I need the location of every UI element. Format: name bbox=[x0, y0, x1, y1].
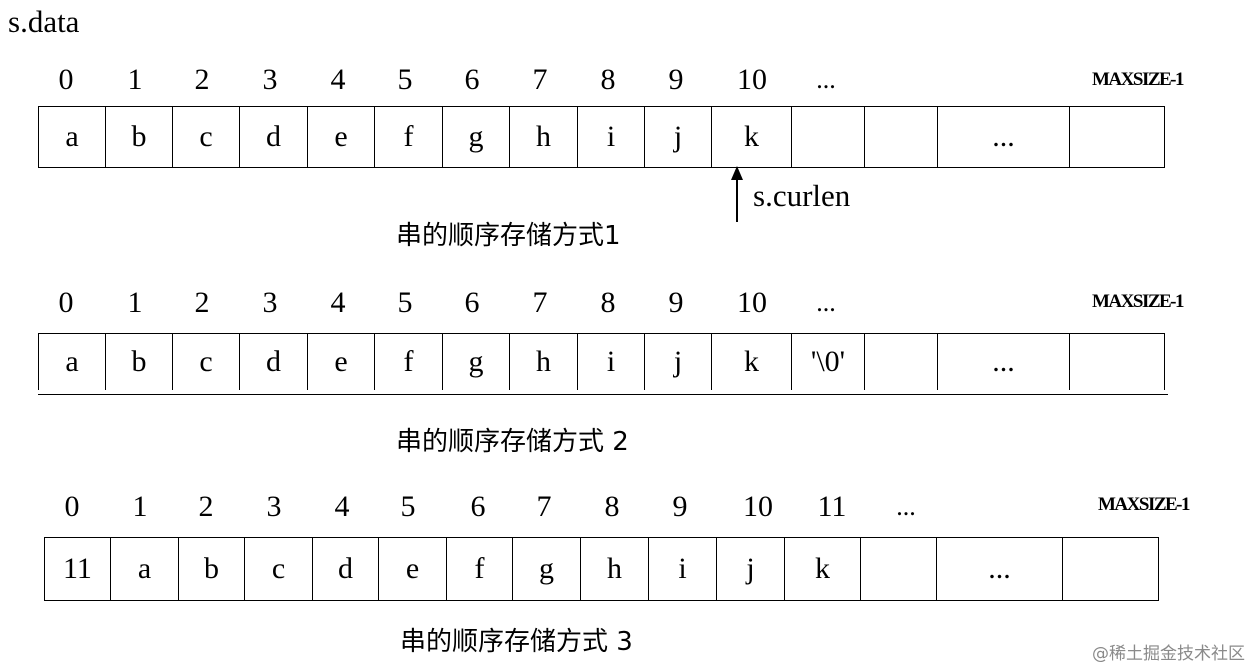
index-label: 8 bbox=[600, 286, 616, 319]
array-cell: k bbox=[785, 538, 861, 600]
index-label: 1 bbox=[127, 63, 143, 96]
index-label: 1 bbox=[127, 286, 143, 319]
index-label: 3 bbox=[262, 286, 278, 319]
index-label: 7 bbox=[536, 490, 552, 523]
caption-2: 串的顺序存储方式 2 bbox=[396, 427, 629, 457]
array-cell: e bbox=[379, 538, 447, 600]
array-cell: k bbox=[712, 334, 792, 390]
array-cell: c bbox=[245, 538, 313, 600]
index-label: 4 bbox=[330, 63, 346, 96]
array-cell: ... bbox=[937, 538, 1063, 600]
index-label: 9 bbox=[668, 286, 684, 319]
array-cell: b bbox=[106, 334, 173, 390]
index-label: 0 bbox=[58, 63, 74, 96]
array-cell: e bbox=[308, 334, 375, 390]
index-label: 6 bbox=[464, 63, 480, 96]
array-cell: i bbox=[649, 538, 717, 600]
index-label: 5 bbox=[400, 490, 416, 523]
maxsize-label: MAXSIZE-1 bbox=[1092, 69, 1185, 90]
index-label: 8 bbox=[604, 490, 620, 523]
array-cell: c bbox=[173, 334, 240, 390]
array-cell: h bbox=[510, 107, 578, 167]
index-label: 5 bbox=[397, 286, 413, 319]
array-cell: '\0' bbox=[792, 334, 865, 390]
array-cell: c bbox=[173, 107, 240, 167]
caption-3: 串的顺序存储方式 3 bbox=[400, 627, 633, 657]
array-cell: f bbox=[447, 538, 513, 600]
array-cell: i bbox=[578, 107, 645, 167]
array-cell: a bbox=[39, 107, 106, 167]
array-cell: a bbox=[111, 538, 179, 600]
array-cell: j bbox=[645, 334, 712, 390]
array-cell: h bbox=[510, 334, 578, 390]
index-label: 7 bbox=[532, 286, 548, 319]
curlen-arrow-icon bbox=[727, 166, 747, 224]
array-cell bbox=[865, 107, 938, 167]
index-label: 0 bbox=[64, 490, 80, 523]
array-cell: b bbox=[179, 538, 245, 600]
index-label: 3 bbox=[266, 490, 282, 523]
index-label: 1 bbox=[132, 490, 148, 523]
array-cell: g bbox=[443, 107, 510, 167]
index-label: 6 bbox=[470, 490, 486, 523]
array-cell: a bbox=[39, 334, 106, 390]
array-cell: d bbox=[240, 107, 308, 167]
s-data-label: s.data bbox=[8, 4, 80, 39]
maxsize-label: MAXSIZE-1 bbox=[1092, 291, 1185, 312]
index-label: 6 bbox=[464, 286, 480, 319]
index-label: 3 bbox=[262, 63, 278, 96]
index-label: 0 bbox=[58, 286, 74, 319]
array-cell: g bbox=[443, 334, 510, 390]
index-label: 10 bbox=[737, 63, 767, 96]
index-label: 11 bbox=[817, 490, 847, 523]
caption-1: 串的顺序存储方式1 bbox=[396, 221, 621, 251]
array-cell: d bbox=[240, 334, 308, 390]
index-label: 4 bbox=[334, 490, 350, 523]
index-label: 9 bbox=[668, 63, 684, 96]
index-label: 8 bbox=[600, 63, 616, 96]
watermark-text: @稀土掘金技术社区 bbox=[1092, 644, 1245, 664]
index-label: 4 bbox=[330, 286, 346, 319]
underline bbox=[38, 394, 1168, 395]
index-label: ... bbox=[896, 492, 916, 521]
maxsize-label: MAXSIZE-1 bbox=[1098, 494, 1191, 515]
index-label: 7 bbox=[532, 63, 548, 96]
array-cell: j bbox=[717, 538, 785, 600]
array-cell: f bbox=[375, 107, 443, 167]
array-cell: h bbox=[581, 538, 649, 600]
array-cell bbox=[865, 334, 938, 390]
array-cell bbox=[1070, 107, 1165, 167]
array-cell: d bbox=[313, 538, 379, 600]
array-cell: ... bbox=[938, 107, 1070, 167]
index-label: 10 bbox=[743, 490, 773, 523]
array-cell: k bbox=[712, 107, 792, 167]
array-cell bbox=[861, 538, 937, 600]
index-label: 2 bbox=[194, 63, 210, 96]
index-label: 9 bbox=[672, 490, 688, 523]
array-cell: e bbox=[308, 107, 375, 167]
array-cell bbox=[792, 107, 865, 167]
index-label: 2 bbox=[194, 286, 210, 319]
array-cell: f bbox=[375, 334, 443, 390]
array-cell: j bbox=[645, 107, 712, 167]
array-cell bbox=[1070, 334, 1165, 390]
index-label: 10 bbox=[737, 286, 767, 319]
array-cell: ... bbox=[938, 334, 1070, 390]
index-label: ... bbox=[816, 288, 836, 317]
index-label: 5 bbox=[397, 63, 413, 96]
array-cell: g bbox=[513, 538, 581, 600]
array-cell: b bbox=[106, 107, 173, 167]
array-cell: 11 bbox=[45, 538, 111, 600]
array-cell bbox=[1063, 538, 1159, 600]
index-label: 2 bbox=[198, 490, 214, 523]
index-label: ... bbox=[816, 65, 836, 94]
curlen-label: s.curlen bbox=[753, 178, 851, 213]
array-cell: i bbox=[578, 334, 645, 390]
